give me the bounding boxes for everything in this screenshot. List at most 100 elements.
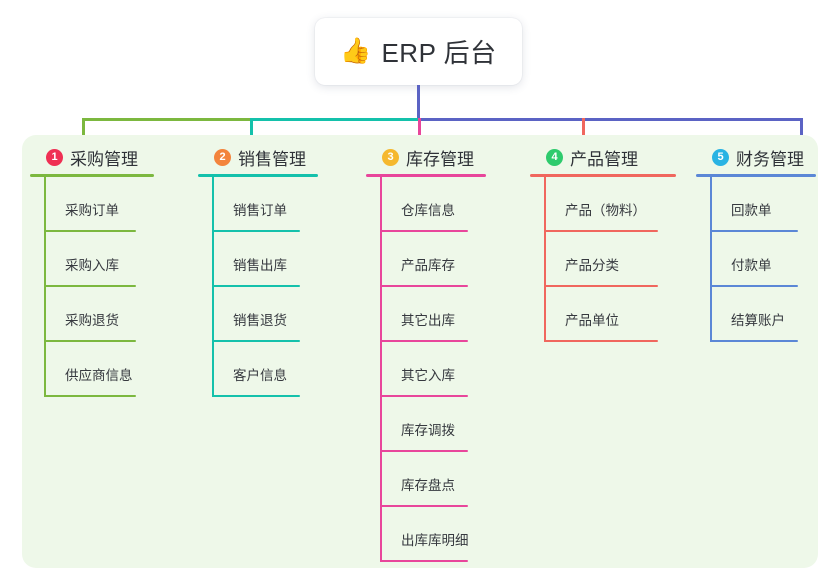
branch-item-label: 产品（物料） <box>565 203 646 218</box>
branch-badge-5: 5 <box>712 148 729 166</box>
branch-item-label: 采购入库 <box>65 258 119 273</box>
branch-item-rule <box>380 505 468 507</box>
branch-item[interactable]: 回款单 <box>710 177 816 232</box>
branch-item[interactable]: 其它出库 <box>380 287 486 342</box>
branch-item-label: 产品分类 <box>565 258 619 273</box>
branch-item[interactable]: 客户信息 <box>212 342 318 397</box>
branches-panel <box>22 135 818 568</box>
branch-item[interactable]: 产品分类 <box>544 232 676 287</box>
branch-underline-3 <box>366 174 486 177</box>
root-node[interactable]: 👍 ERP 后台 <box>315 18 522 85</box>
branch-badge-2: 2 <box>214 148 231 166</box>
branch-item[interactable]: 销售退货 <box>212 287 318 342</box>
branch-header-1[interactable]: 1 采购管理 <box>30 145 154 169</box>
branch-item[interactable]: 库存调拨 <box>380 397 486 452</box>
branch-trunk-1 <box>44 177 46 397</box>
branch-item-rule <box>44 285 136 287</box>
branch-item[interactable]: 库存盘点 <box>380 452 486 507</box>
branch-items-5: 回款单付款单结算账户 <box>696 177 816 342</box>
branch-item[interactable]: 销售订单 <box>212 177 318 232</box>
branch-item-label: 销售退货 <box>233 313 287 328</box>
branch-item-rule <box>212 230 300 232</box>
branch-item-rule <box>212 340 300 342</box>
branch-item-rule <box>380 340 468 342</box>
branch-item[interactable]: 采购退货 <box>44 287 154 342</box>
branch-title-1: 采购管理 <box>70 149 138 169</box>
root-stem-line <box>417 85 420 121</box>
branch-item[interactable]: 仓库信息 <box>380 177 486 232</box>
branch-trunk-5 <box>710 177 712 342</box>
branch-item[interactable]: 出库库明细 <box>380 507 486 562</box>
branch-item[interactable]: 产品单位 <box>544 287 676 342</box>
branch-item-rule <box>44 230 136 232</box>
branch-item-rule <box>44 395 136 397</box>
branch-item[interactable]: 其它入库 <box>380 342 486 397</box>
branch-items-1: 采购订单采购入库采购退货供应商信息 <box>30 177 154 397</box>
branch-item[interactable]: 产品（物料） <box>544 177 676 232</box>
branch-item-label: 客户信息 <box>233 368 287 383</box>
branch-item-label: 采购退货 <box>65 313 119 328</box>
branch-column-1: 1 采购管理采购订单采购入库采购退货供应商信息 <box>30 145 154 397</box>
branch-header-2[interactable]: 2 销售管理 <box>198 145 318 169</box>
branch-items-4: 产品（物料） 产品分类产品单位 <box>530 177 676 342</box>
branch-item-rule <box>212 285 300 287</box>
branch-item-label: 采购订单 <box>65 203 119 218</box>
branch-item-rule <box>710 285 798 287</box>
branch-item[interactable]: 销售出库 <box>212 232 318 287</box>
branch-item-label: 其它出库 <box>401 313 455 328</box>
branch-trunk-2 <box>212 177 214 397</box>
branch-badge-1: 1 <box>46 148 63 166</box>
branch-item-rule <box>212 395 300 397</box>
branch-item-rule <box>380 450 468 452</box>
connector-segment-blue <box>418 118 800 121</box>
branch-item-label: 仓库信息 <box>401 203 455 218</box>
branch-item-rule <box>380 230 468 232</box>
branch-item-rule <box>380 395 468 397</box>
branch-item-label: 库存盘点 <box>401 478 455 493</box>
branch-item-label: 供应商信息 <box>65 368 133 383</box>
connector-segment-teal <box>250 118 418 121</box>
root-title: ERP 后台 <box>381 38 497 68</box>
branch-item[interactable]: 采购入库 <box>44 232 154 287</box>
branch-item[interactable]: 付款单 <box>710 232 816 287</box>
branch-item-label: 付款单 <box>731 258 772 273</box>
branch-item[interactable]: 结算账户 <box>710 287 816 342</box>
connector-segment-green <box>82 118 250 121</box>
branch-item-rule <box>710 230 798 232</box>
branch-header-5[interactable]: 5 财务管理 <box>696 145 816 169</box>
branch-items-2: 销售订单销售出库销售退货客户信息 <box>198 177 318 397</box>
branch-title-2: 销售管理 <box>238 149 306 169</box>
branch-item-rule <box>710 340 798 342</box>
branch-item-label: 结算账户 <box>731 313 785 328</box>
branch-item[interactable]: 产品库存 <box>380 232 486 287</box>
branch-item-label: 出库库明细 <box>401 533 469 548</box>
branch-trunk-3 <box>380 177 382 562</box>
branch-item-label: 销售出库 <box>233 258 287 273</box>
branch-badge-4: 4 <box>546 148 563 166</box>
branch-item-label: 产品单位 <box>565 313 619 328</box>
branch-item-rule <box>380 560 468 562</box>
branch-column-5: 5 财务管理回款单付款单结算账户 <box>696 145 816 342</box>
branch-item-label: 销售订单 <box>233 203 287 218</box>
branch-item-rule <box>380 285 468 287</box>
branch-underline-4 <box>530 174 676 177</box>
branch-title-5: 财务管理 <box>736 149 804 169</box>
branch-underline-2 <box>198 174 318 177</box>
branch-item[interactable]: 采购订单 <box>44 177 154 232</box>
branch-title-3: 库存管理 <box>406 149 474 169</box>
branch-item-rule <box>44 340 136 342</box>
branch-column-2: 2 销售管理销售订单销售出库销售退货客户信息 <box>198 145 318 397</box>
branch-item[interactable]: 供应商信息 <box>44 342 154 397</box>
branch-underline-1 <box>30 174 154 177</box>
branch-item-label: 回款单 <box>731 203 772 218</box>
branch-item-rule <box>544 285 658 287</box>
branch-items-3: 仓库信息产品库存其它出库其它入库库存调拨库存盘点出库库明细 <box>366 177 486 562</box>
branch-trunk-4 <box>544 177 546 342</box>
branch-item-rule <box>544 230 658 232</box>
branch-underline-5 <box>696 174 816 177</box>
branch-item-label: 库存调拨 <box>401 423 455 438</box>
